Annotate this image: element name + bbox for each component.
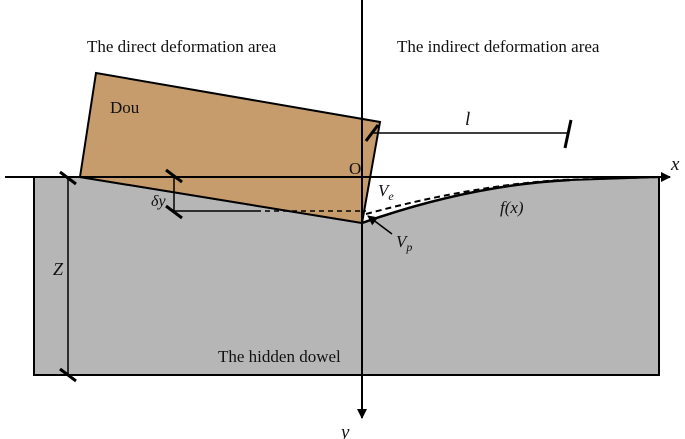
vp-label: Vp (396, 232, 412, 254)
elastic-deflection-curve (365, 176, 660, 215)
vp-subscript: p (405, 240, 412, 254)
l-tick-left (364, 124, 380, 142)
fx-label: f(x) (500, 198, 524, 217)
delta-y-label: δy (151, 193, 166, 210)
z-tick-top (59, 170, 77, 186)
ve-subscript: e (388, 189, 394, 203)
l-tick-right (563, 119, 573, 149)
delta-y-tick-top (165, 168, 183, 184)
origin-label: O (349, 159, 361, 178)
x-axis-label: x (670, 154, 680, 175)
ve-main: V (378, 181, 391, 200)
hidden-dowel-label: The hidden dowel (218, 347, 341, 366)
l-label: l (465, 109, 470, 130)
ve-label: Ve (378, 181, 394, 203)
vp-main: V (396, 232, 409, 251)
y-axis-label: y (339, 422, 350, 439)
z-tick-bottom (59, 367, 77, 383)
dou-label: Dou (110, 98, 140, 117)
z-label: Z (53, 259, 64, 279)
delta-y-tick-bottom (165, 204, 183, 220)
direct-deformation-area-label: The direct deformation area (87, 37, 277, 56)
indirect-deformation-area-label: The indirect deformation area (397, 37, 600, 56)
vp-arrow (367, 215, 393, 235)
